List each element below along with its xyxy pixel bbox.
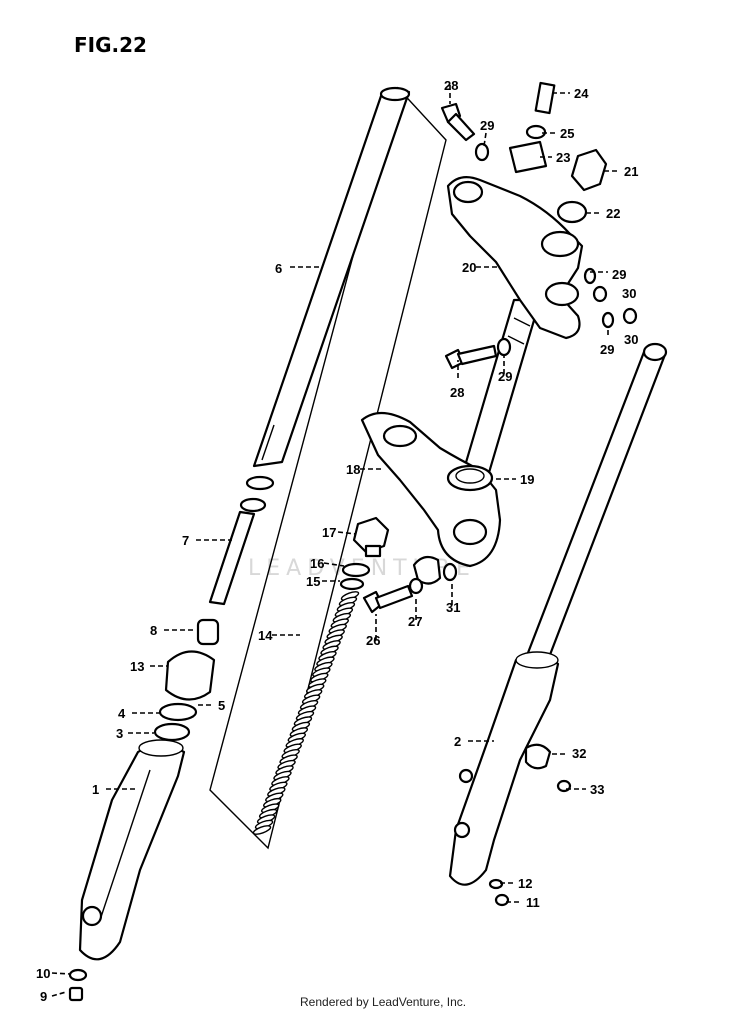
dust-seal — [164, 650, 216, 701]
callout-29-top: 29 — [480, 118, 494, 133]
fork-spring — [252, 591, 360, 835]
spring-washer — [341, 562, 371, 578]
callout-17: 17 — [322, 525, 336, 540]
stem-head-nut — [570, 148, 608, 192]
callout-29-lower-right: 29 — [600, 342, 614, 357]
callout-22: 22 — [606, 206, 620, 221]
callout-26: 26 — [366, 633, 380, 648]
lower-bracket — [360, 411, 502, 568]
callout-30-upper: 30 — [622, 286, 636, 301]
small-nut-b — [622, 307, 638, 325]
damper-rod — [208, 510, 256, 606]
left-drain-bolt — [68, 968, 88, 1002]
handlebar-clamp — [508, 140, 548, 174]
callout-10: 10 — [36, 966, 50, 981]
right-drain-washer — [488, 878, 504, 890]
callout-33: 33 — [590, 782, 604, 797]
callout-19: 19 — [520, 472, 534, 487]
callout-8: 8 — [150, 623, 157, 638]
callout-3: 3 — [116, 726, 123, 741]
top-cap-bolt — [352, 516, 390, 558]
steering-stem — [460, 298, 542, 478]
leader-lines — [51, 85, 620, 997]
callout-31: 31 — [446, 600, 460, 615]
spring-seat — [339, 577, 365, 591]
callout-5: 5 — [218, 698, 225, 713]
callout-18: 18 — [346, 462, 360, 477]
left-spring-rings — [239, 475, 275, 513]
callout-4: 4 — [118, 706, 126, 721]
upper-pinch-bolt — [440, 102, 476, 142]
callout-12: 12 — [518, 876, 532, 891]
right-drain-bolt — [494, 893, 510, 907]
callout-24: 24 — [574, 86, 589, 101]
callout-13: 13 — [130, 659, 144, 674]
callout-11: 11 — [526, 895, 540, 910]
callout-23: 23 — [556, 150, 570, 165]
stem-washer — [556, 200, 588, 224]
callout-29-stem: 29 — [498, 369, 512, 384]
assembly-outline — [209, 86, 447, 850]
callout-9: 9 — [40, 989, 47, 1004]
callout-labels: 1 2 3 4 5 6 7 8 9 10 11 12 13 14 15 16 1… — [36, 78, 638, 1004]
left-outer-tube — [78, 739, 186, 961]
spring-coil — [252, 825, 272, 835]
leader-line — [337, 531, 357, 535]
upper-washer — [474, 142, 490, 162]
callout-27: 27 — [408, 614, 422, 629]
axle-holder — [524, 743, 552, 770]
leader-line — [483, 132, 487, 147]
callout-29-right: 29 — [612, 267, 626, 282]
left-inner-tube — [252, 86, 411, 468]
callout-16: 16 — [310, 556, 324, 571]
right-outer-tube — [448, 651, 560, 886]
stem-bearing — [446, 464, 494, 492]
small-washer-a — [583, 267, 597, 285]
footer-credit: Rendered by LeadVenture, Inc. — [300, 995, 466, 1009]
callout-28-lower: 28 — [450, 385, 464, 400]
callout-2: 2 — [454, 734, 461, 749]
callout-14: 14 — [258, 628, 273, 643]
clamp-assembly — [412, 555, 458, 585]
callout-20: 20 — [462, 260, 476, 275]
leader-line — [323, 562, 345, 567]
callout-32: 32 — [572, 746, 586, 761]
small-washer-b — [601, 311, 615, 329]
right-inner-tube — [524, 342, 668, 662]
clamp-top-bolt — [525, 81, 556, 140]
figure-title: FIG.22 — [74, 33, 147, 57]
small-nut-a — [592, 285, 608, 303]
oil-seal-rings — [153, 702, 198, 742]
callout-7: 7 — [182, 533, 189, 548]
oil-lock-piece — [196, 618, 220, 646]
leader-line — [51, 991, 67, 997]
callout-30-lower: 30 — [624, 332, 638, 347]
lower-pinch-bolt — [444, 344, 498, 370]
callout-6: 6 — [275, 261, 282, 276]
upper-bracket — [446, 175, 584, 340]
clamp-washer — [408, 577, 424, 595]
callout-28-upper: 28 — [444, 78, 458, 93]
leader-line — [51, 972, 71, 975]
callout-21: 21 — [624, 164, 638, 179]
clamp-bolt — [362, 584, 414, 614]
callout-25: 25 — [560, 126, 574, 141]
pinch-washer — [496, 337, 512, 357]
callout-1: 1 — [92, 782, 99, 797]
callout-15: 15 — [306, 574, 320, 589]
